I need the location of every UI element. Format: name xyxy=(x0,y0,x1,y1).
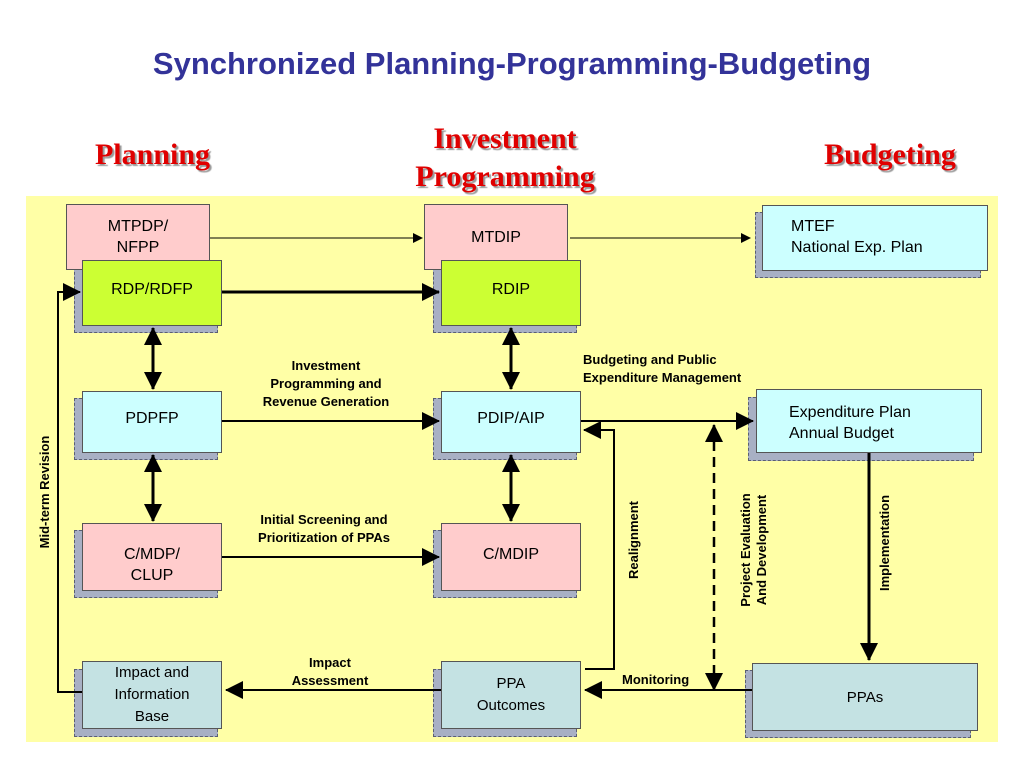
isp-line1: Initial Screening and xyxy=(260,512,388,527)
mtpdp-line1: MTPDP/ xyxy=(107,218,169,235)
budgeting-heading: Budgeting xyxy=(800,136,980,174)
ia-line2: Assessment xyxy=(291,673,369,688)
expenditure-plan-box: Expenditure Plan Annual Budget xyxy=(756,389,982,453)
expenditure-line2: Annual Budget xyxy=(789,425,894,442)
isp-line2: Prioritization of PPAs xyxy=(258,530,390,545)
pdip-aip-label: PDIP/AIP xyxy=(477,410,545,427)
ipr-line3: Revenue Generation xyxy=(262,394,390,409)
mtdip-box: MTDIP xyxy=(424,204,568,270)
pdpfp-box: PDPFP xyxy=(82,391,222,453)
expenditure-line1: Expenditure Plan xyxy=(789,404,911,421)
impact-info-box: Impact and Information Base xyxy=(82,661,222,729)
monitoring-label: Monitoring xyxy=(622,671,712,689)
rdp-rdfp-box: RDP/RDFP xyxy=(82,260,222,326)
bpem-line1: Budgeting and Public xyxy=(583,352,717,367)
arrow-realignment xyxy=(583,421,615,670)
ipr-line2: Programming and xyxy=(270,376,382,391)
cmdip-box: C/MDIP xyxy=(441,523,581,591)
investment-heading-line2: Programming xyxy=(415,160,595,193)
impact-line3: Base xyxy=(134,708,170,725)
ia-line1: Impact xyxy=(309,655,351,670)
ppa-outcomes-box: PPA Outcomes xyxy=(441,661,581,729)
cmdp-line2: CLUP xyxy=(130,567,174,584)
mtef-line1: MTEF xyxy=(791,218,835,235)
cmdp-line1: C/MDP/ xyxy=(124,546,180,563)
mtef-box: MTEF National Exp. Plan xyxy=(762,205,988,271)
ppas-label: PPAs xyxy=(846,688,884,706)
ppa-outcomes-line2: Outcomes xyxy=(476,697,546,714)
initial-screening-label: Initial Screening and Prioritization of … xyxy=(236,511,412,547)
page-title: Synchronized Planning-Programming-Budget… xyxy=(152,46,872,81)
bpem-line2: Expenditure Management xyxy=(583,370,742,385)
arrow-mid-term-revision xyxy=(57,283,82,693)
impact-line2: Information xyxy=(114,686,190,703)
rdip-box: RDIP xyxy=(441,260,581,326)
investment-programming-label: Investment Programming and Revenue Gener… xyxy=(246,357,406,411)
rdip-label: RDIP xyxy=(491,281,531,298)
planning-heading: Planning xyxy=(70,136,235,174)
ppas-box: PPAs xyxy=(752,663,978,731)
mtef-line2: National Exp. Plan xyxy=(791,239,923,256)
impact-assessment-label: Impact Assessment xyxy=(270,654,390,690)
ppa-outcomes-line1: PPA xyxy=(496,675,526,692)
pdpfp-label: PDPFP xyxy=(125,410,179,427)
cmdip-label: C/MDIP xyxy=(483,546,539,563)
budgeting-heading-text: Budgeting xyxy=(824,138,956,171)
budgeting-public-label: Budgeting and Public Expenditure Managem… xyxy=(583,351,793,387)
planning-heading-text: Planning xyxy=(94,138,211,171)
rdp-rdfp-label: RDP/RDFP xyxy=(111,281,193,298)
mtpdp-nfpp-box: MTPDP/ NFPP xyxy=(66,204,210,270)
mtdip-label: MTDIP xyxy=(471,228,521,246)
pdip-aip-box: PDIP/AIP xyxy=(441,391,581,453)
investment-programming-heading: Investment Programming xyxy=(385,120,625,196)
ipr-line1: Investment xyxy=(291,358,361,373)
cmdp-clup-box: C/MDP/ CLUP xyxy=(82,523,222,591)
investment-heading-line1: Investment xyxy=(433,122,577,155)
monitoring-text: Monitoring xyxy=(622,672,690,687)
impact-line1: Impact and xyxy=(114,664,190,681)
mtpdp-line2: NFPP xyxy=(116,239,160,256)
